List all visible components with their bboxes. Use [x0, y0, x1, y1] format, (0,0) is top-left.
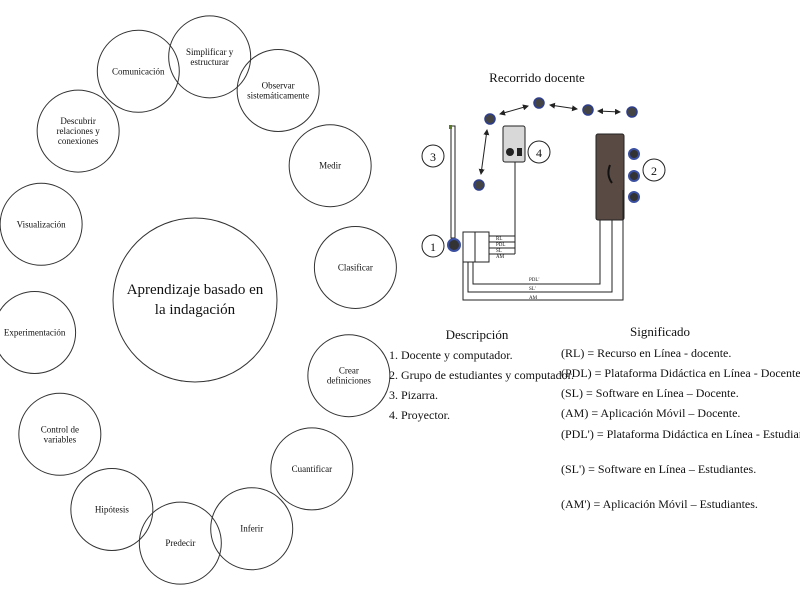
cycle-node-circle	[236, 49, 320, 133]
wire-label-sl-prime: SL'	[529, 287, 536, 292]
cycle-node-label: Comunicación	[112, 66, 165, 76]
description-legend: Descripción 1. Docente y computador. 2. …	[389, 327, 574, 422]
projector	[502, 125, 526, 163]
teacher-computer	[462, 231, 476, 263]
student-table	[595, 133, 640, 221]
cycle-node-label: Medir	[319, 161, 341, 171]
cycle-center-line-1: Aprendizaje basado en	[127, 282, 264, 298]
cycle-node-circle	[0, 182, 83, 266]
cycle-node-circle	[36, 89, 120, 173]
cycle-node-circle	[18, 392, 102, 476]
meaning-item-pdl: (PDL) = Plataforma Didáctica en Línea - …	[561, 366, 800, 380]
cycle-node-label: conexiones	[58, 136, 99, 146]
cycle-node-circle	[313, 225, 397, 309]
wire-label-am-bottom: AM	[529, 296, 538, 301]
whiteboard-cap	[449, 125, 452, 129]
cycle-node-label: Experimentación	[4, 328, 66, 338]
teacher-route	[473, 97, 638, 191]
cycle-node-circle	[138, 501, 222, 585]
cycle-node-label: sistemáticamente	[247, 91, 309, 101]
meaning-item-sl-prime: (SL') = Software en Línea – Estudiantes.	[561, 462, 756, 476]
cycle-node-label: Control de	[41, 424, 79, 434]
cycle-center-line-2: la indagación	[155, 302, 236, 318]
cycle-node-label: relaciones y	[57, 126, 101, 136]
meaning-item-am-prime: (AM') = Aplicación Móvil – Estudiantes.	[561, 497, 758, 511]
description-item-1: 1. Docente y computador.	[389, 348, 513, 362]
cycle-node-circle	[270, 427, 354, 511]
marker-1-label: 1	[430, 240, 436, 254]
teacher-icon	[447, 238, 461, 252]
cycle-node-circle	[96, 29, 180, 113]
meaning-item-am: (AM) = Aplicación Móvil – Docente.	[561, 406, 740, 420]
cycle-node-circle	[70, 467, 154, 551]
wire-label-sl: SL	[496, 249, 502, 254]
cycle-node-label: definiciones	[327, 376, 371, 386]
description-item-3: 3. Pizarra.	[389, 388, 438, 402]
whiteboard	[450, 125, 456, 239]
wire-label-am: AM	[496, 255, 505, 260]
marker-4	[527, 140, 551, 164]
cycle-node-circle	[210, 487, 294, 571]
meaning-item-pdl-prime: (PDL') = Plataforma Didáctica en Línea -…	[561, 427, 800, 441]
cycle-node-label: variables	[44, 434, 77, 444]
cycle-node-label: Cuantificar	[292, 464, 332, 474]
wire-label-pdl-prime: PDL'	[529, 278, 539, 283]
meaning-item-sl: (SL) = Software en Línea – Docente.	[561, 386, 739, 400]
marker-3-label: 3	[430, 150, 436, 164]
cycle-node-label: Descubrir	[60, 116, 96, 126]
teacher-computer-panel	[474, 231, 490, 263]
cycle-node-label: Clasificar	[338, 262, 373, 272]
inquiry-cycle-diagram: Simplificar yestructurarObservarsistemát…	[0, 15, 397, 585]
cycle-center: Aprendizaje basado en la indagación	[112, 217, 278, 383]
cycle-node-label: Predecir	[165, 538, 195, 548]
cycle-node-circle	[307, 334, 391, 418]
cycle-node-label: Crear	[339, 366, 359, 376]
cycle-node-circle	[168, 15, 252, 99]
meaning-legend: Significado (RL) = Recurso en Línea - do…	[561, 324, 800, 511]
marker-2	[642, 158, 666, 182]
route-arrows	[478, 102, 621, 175]
classroom-title: Recorrido docente	[489, 70, 585, 85]
marker-4-label: 4	[536, 146, 542, 160]
classroom-diagram: Recorrido docente 3 4 2	[421, 70, 666, 301]
description-item-4: 4. Proyector.	[389, 408, 450, 422]
meaning-title: Significado	[630, 324, 690, 339]
cycle-node-label: Simplificar y	[186, 47, 234, 57]
cycle-node-circle	[288, 124, 372, 208]
marker-1	[421, 234, 445, 258]
wire-label-pdl: PDL	[496, 243, 505, 248]
description-item-2: 2. Grupo de estudiantes y computador.	[389, 368, 574, 382]
meaning-item-rl: (RL) = Recurso en Línea - docente.	[561, 346, 731, 360]
cycle-node-label: estructurar	[190, 57, 228, 67]
marker-2-label: 2	[651, 164, 657, 178]
connection-lines	[462, 162, 624, 301]
wire-label-rl: RL	[496, 237, 502, 242]
cycle-node-label: Inferir	[240, 524, 263, 534]
cycle-node-circle	[0, 291, 77, 375]
marker-3	[421, 144, 445, 168]
description-title: Descripción	[446, 327, 509, 342]
cycle-node-label: Visualización	[17, 219, 66, 229]
cycle-node-label: Observar	[262, 81, 295, 91]
cycle-node-label: Hipótesis	[95, 504, 129, 514]
